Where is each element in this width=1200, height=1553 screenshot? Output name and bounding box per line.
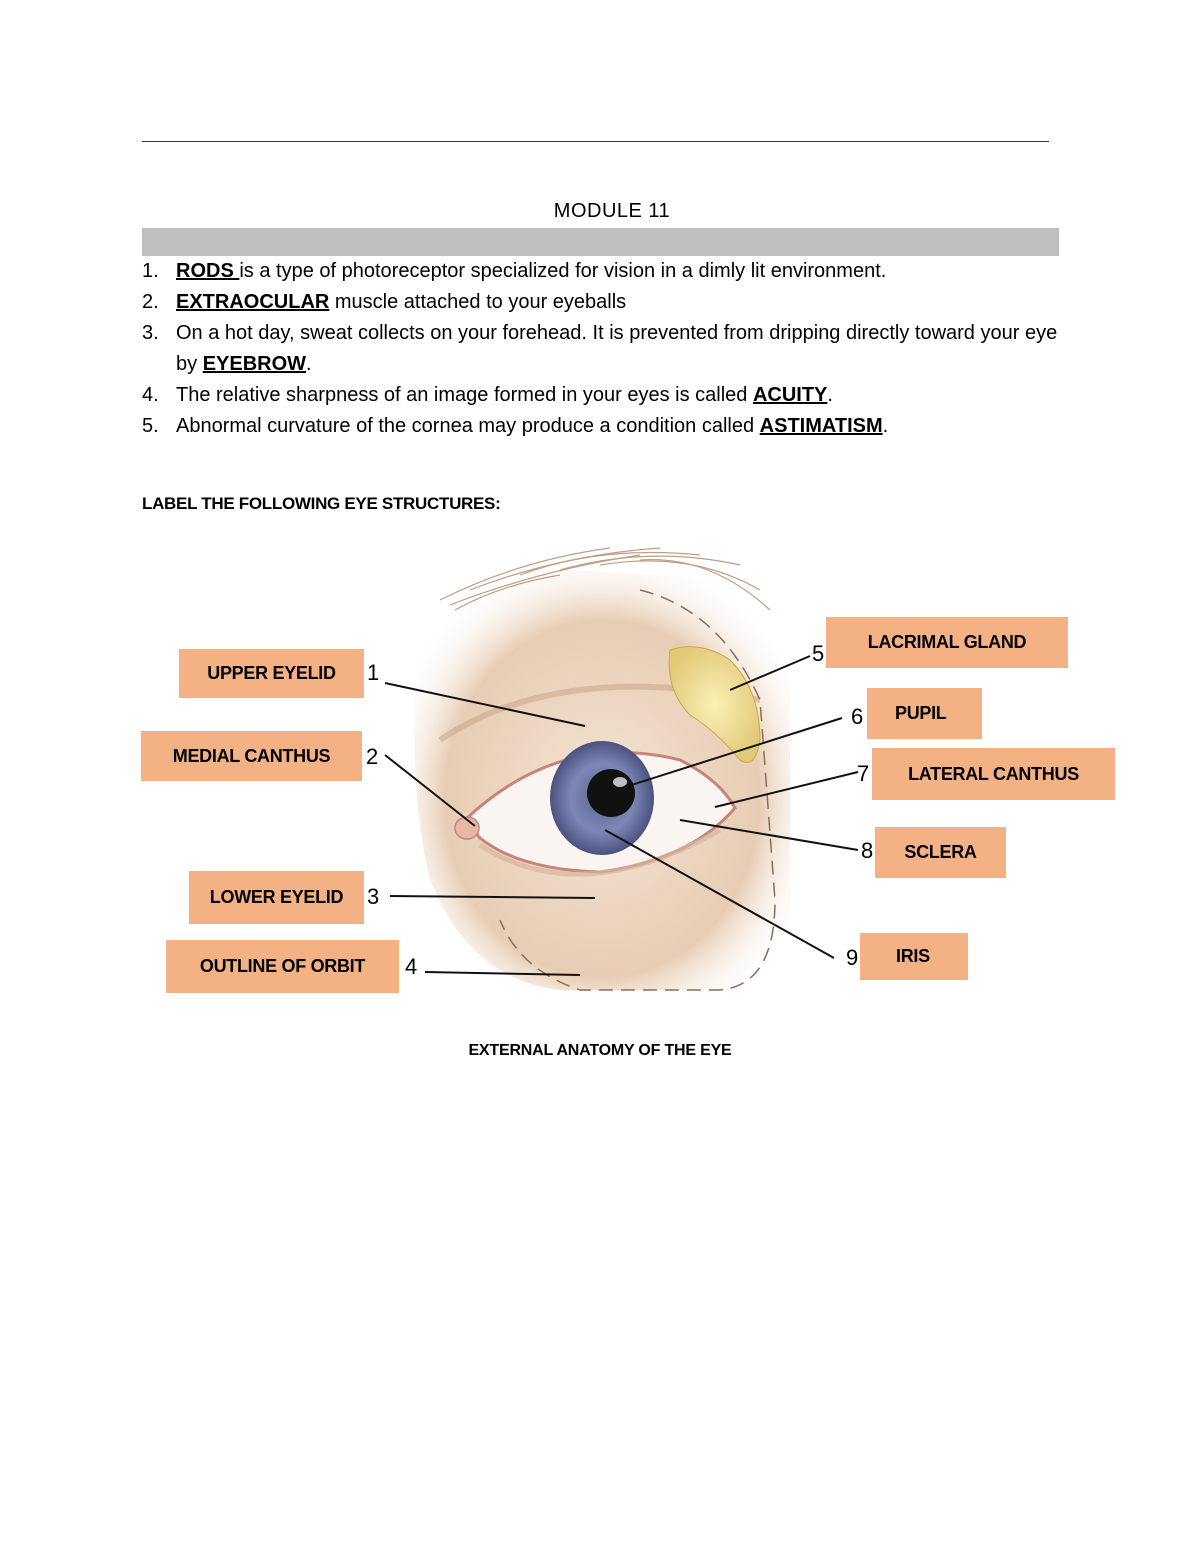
label-lacrimal-gland: LACRIMAL GLAND [826,617,1068,668]
question-text-after: is a type of photoreceptor specialized f… [239,260,887,282]
leader-lines [384,655,859,976]
question-text: On a hot day, sweat collects on your for… [176,318,1072,380]
label-number: 2 [366,744,379,769]
question-text-after: muscle attached to your eyeballs [329,291,627,313]
question-text-before: Abnormal curvature of the cornea may pro… [176,415,760,437]
question-item: 3. On a hot day, sweat collects on your … [142,318,1072,380]
label-number: 7 [857,761,870,786]
label-number: 3 [367,884,380,909]
answer: EXTRAOCULAR [176,291,330,313]
label-outline-of-orbit: OUTLINE OF ORBIT [166,940,399,993]
answer: ACUITY [752,384,828,406]
question-text-before: On a hot day, sweat collects on your for… [176,322,1058,375]
label-number: 8 [861,838,874,863]
label-lower-eyelid: LOWER EYELID [189,871,364,924]
label-medial-canthus: MEDIAL CANTHUS [141,731,362,781]
lacrimal-gland-icon [668,646,761,763]
figure-caption: EXTERNAL ANATOMY OF THE EYE [468,1042,732,1059]
question-text: RODS is a type of photoreceptor speciali… [176,256,1072,287]
answer: RODS [176,260,240,282]
question-text-after: . [882,415,889,437]
label-iris: IRIS [860,933,968,980]
shaded-bar [142,228,1059,256]
question-text: The relative sharpness of an image forme… [176,380,1072,411]
question-text-after: . [306,353,312,375]
answer: EYEBROW [202,353,307,375]
pupil-icon [587,769,635,817]
label-upper-eyelid: UPPER EYELID [179,649,364,698]
question-text: EXTRAOCULAR muscle attached to your eyeb… [176,287,1072,318]
eyebrow-icon [439,547,771,611]
question-item: 1. RODS is a type of photoreceptor speci… [142,256,1072,287]
label-number: 5 [812,641,825,666]
question-item: 5. Abnormal curvature of the cornea may … [142,411,1072,442]
section-heading: LABEL THE FOLLOWING EYE STRUCTURES: [142,494,501,513]
caruncle-icon [454,816,480,840]
label-number: 4 [405,954,418,979]
label-pupil: PUPIL [867,688,982,739]
question-text-before: The relative sharpness of an image forme… [176,384,753,406]
header-rule [142,141,1049,142]
label-sclera: SCLERA [875,827,1006,878]
page-title: MODULE 11 [553,200,671,222]
label-number: 9 [846,945,859,970]
label-number: 1 [367,660,380,685]
question-number: 2. [142,291,159,313]
label-number: 6 [851,704,864,729]
question-text-after: . [827,384,833,406]
orbit-outline-icon [499,589,776,991]
question-item: 2. EXTRAOCULAR muscle attached to your e… [142,287,1072,318]
question-number: 1. [142,260,159,282]
question-number: 4. [142,384,159,406]
question-list: 1. RODS is a type of photoreceptor speci… [142,256,1072,442]
question-number: 5. [142,415,159,437]
answer: ASTIMATISM [759,415,883,437]
question-number: 3. [142,322,159,344]
label-lateral-canthus: LATERAL CANTHUS [872,748,1115,800]
eye-diagram [384,547,859,991]
question-item: 4. The relative sharpness of an image fo… [142,380,1072,411]
question-text: Abnormal curvature of the cornea may pro… [176,411,1072,442]
